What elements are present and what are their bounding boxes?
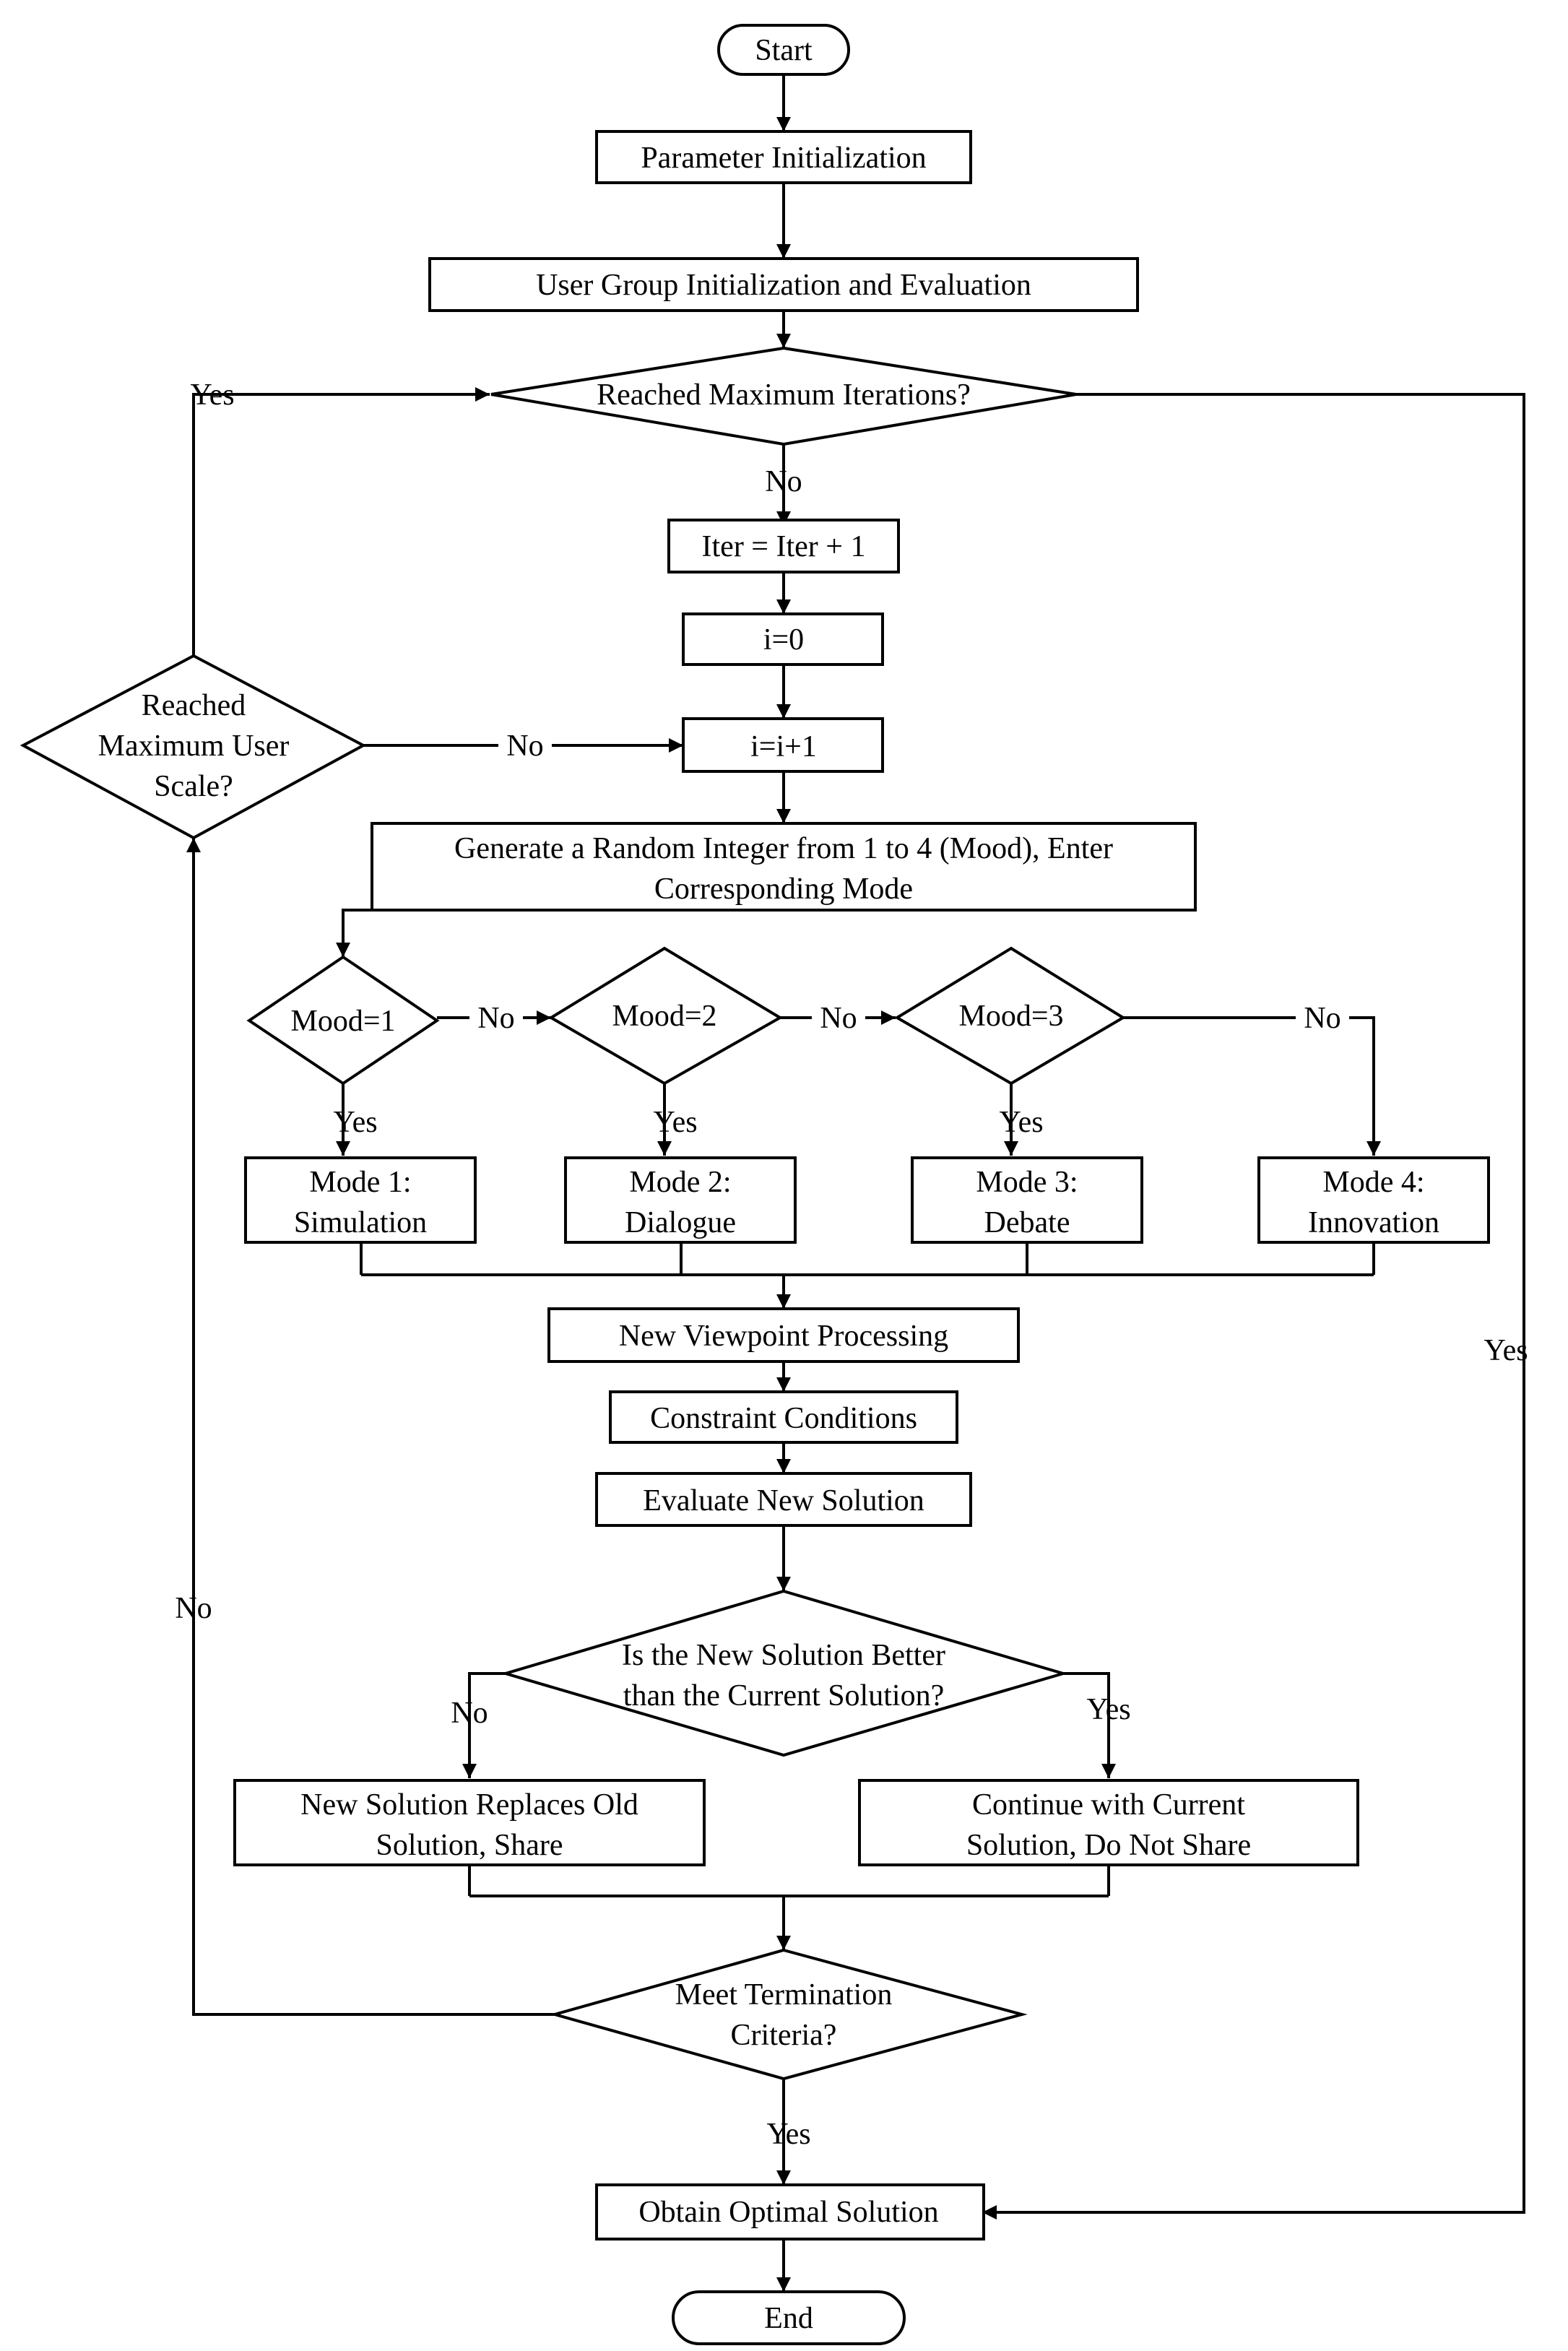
end-label: End	[764, 2302, 813, 2335]
iter-inc-label: Iter = Iter + 1	[702, 530, 866, 563]
iter-inc-box	[667, 519, 900, 573]
edge-maxuser-yes	[192, 387, 490, 656]
no-mood1-label: No	[477, 1002, 514, 1035]
yes-max-iter-loop-label: Yes	[190, 378, 234, 412]
better-decision	[500, 1589, 1069, 1757]
no-mood2-label: No	[820, 1002, 857, 1035]
connectors	[186, 74, 1525, 2292]
evaluate-box	[595, 1472, 972, 1527]
yes-max-iter-exit-label: Yes	[1483, 1334, 1528, 1367]
yes-mood3-label: Yes	[999, 1106, 1043, 1139]
continue-label-1: Continue with Current	[972, 1788, 1245, 1822]
edge-maxiter-yes	[982, 393, 1525, 2220]
evaluate-label: Evaluate New Solution	[643, 1484, 924, 1517]
termination-decision	[549, 1948, 1028, 2081]
mode4-label-2: Innovation	[1308, 1206, 1439, 1239]
no-mood2-label-bg	[812, 998, 865, 1037]
max-user-decision	[20, 654, 367, 840]
no-mood3-label-bg	[1296, 998, 1349, 1037]
yes-better-label: Yes	[1086, 1693, 1130, 1726]
mood2-decision	[548, 946, 783, 1086]
edge-better-yes	[1063, 1672, 1116, 1778]
better-label-2: than the Current Solution?	[623, 1679, 944, 1713]
mood2-label: Mood=2	[612, 1000, 716, 1033]
mode2-label-1: Mode 2:	[629, 1166, 731, 1199]
mood1-label: Mood=1	[290, 1005, 395, 1038]
edge-mood3-no	[1123, 1016, 1381, 1156]
max-iter-decision	[490, 346, 1077, 446]
replace-label-2: Solution, Share	[376, 1829, 563, 1862]
max-user-label-2: Maximum User	[98, 729, 290, 763]
edge-random-to-mood1	[336, 909, 784, 957]
mode2-label-2: Dialogue	[625, 1206, 736, 1239]
termination-label-2: Criteria?	[731, 2019, 837, 2052]
param-init-label: Parameter Initialization	[641, 142, 926, 175]
mode3-label-1: Mode 3:	[976, 1166, 1078, 1199]
random-mood-box	[371, 822, 1197, 912]
group-init-label: User Group Initialization and Evaluation	[536, 269, 1031, 302]
no-better-label: No	[451, 1697, 488, 1730]
new-viewpoint-box	[547, 1307, 1020, 1363]
yes-termination-label: Yes	[766, 2118, 810, 2151]
replace-label-1: New Solution Replaces Old	[300, 1788, 638, 1822]
mode1-box	[244, 1156, 477, 1244]
no-max-iter-label: No	[765, 465, 802, 498]
param-init-box	[595, 130, 972, 184]
optimal-box	[595, 2183, 985, 2240]
yes-mood2-label: Yes	[653, 1106, 697, 1139]
i-zero-label: i=0	[763, 623, 804, 657]
mood3-label: Mood=3	[958, 1000, 1063, 1033]
continue-label-2: Solution, Do Not Share	[966, 1829, 1251, 1862]
i-inc-label: i=i+1	[750, 730, 817, 763]
yes-mood1-label: Yes	[333, 1106, 377, 1139]
group-init-box	[428, 257, 1139, 312]
i-inc-box	[682, 717, 884, 773]
mode2-box	[564, 1156, 797, 1244]
max-iter-label: Reached Maximum Iterations?	[597, 378, 971, 412]
mood1-decision	[246, 955, 440, 1086]
no-termination-label: No	[175, 1592, 212, 1625]
edge-labels: Yes No No No No No Yes Yes Yes Yes No No…	[175, 378, 1528, 2151]
mode3-label-2: Debate	[984, 1206, 1070, 1239]
no-max-user-label-bg	[498, 726, 552, 765]
shapes	[20, 24, 1490, 2345]
better-label-1: Is the New Solution Better	[622, 1639, 945, 1672]
edge-termination-no	[186, 838, 555, 2016]
continue-box	[858, 1779, 1359, 1866]
termination-label-1: Meet Termination	[675, 1978, 893, 2012]
end-terminal	[672, 2290, 906, 2345]
mode1-label-2: Simulation	[294, 1206, 427, 1239]
node-labels: Start Parameter Initialization User Grou…	[98, 34, 1439, 2335]
constraints-label: Constraint Conditions	[650, 1402, 917, 1435]
random-mood-label-1: Generate a Random Integer from 1 to 4 (M…	[454, 832, 1113, 865]
i-zero-box	[682, 612, 884, 666]
optimal-label: Obtain Optimal Solution	[638, 2196, 938, 2229]
no-max-user-label: No	[506, 729, 543, 763]
mode4-label-1: Mode 4:	[1322, 1166, 1424, 1199]
replace-box	[233, 1779, 706, 1866]
mode3-box	[911, 1156, 1143, 1244]
new-viewpoint-label: New Viewpoint Processing	[619, 1320, 948, 1353]
max-user-label-1: Reached	[142, 689, 246, 722]
start-terminal	[717, 24, 850, 76]
no-mood3-label: No	[1304, 1002, 1340, 1035]
no-mood1-label-bg	[469, 998, 523, 1037]
start-label: Start	[755, 34, 813, 67]
constraints-box	[609, 1390, 958, 1444]
mood3-decision	[894, 946, 1126, 1086]
mode4-box	[1257, 1156, 1490, 1244]
edge-better-no	[462, 1672, 506, 1778]
random-mood-label-2: Corresponding Mode	[654, 873, 913, 906]
max-user-label-3: Scale?	[154, 770, 233, 803]
mode1-label-1: Mode 1:	[309, 1166, 411, 1199]
